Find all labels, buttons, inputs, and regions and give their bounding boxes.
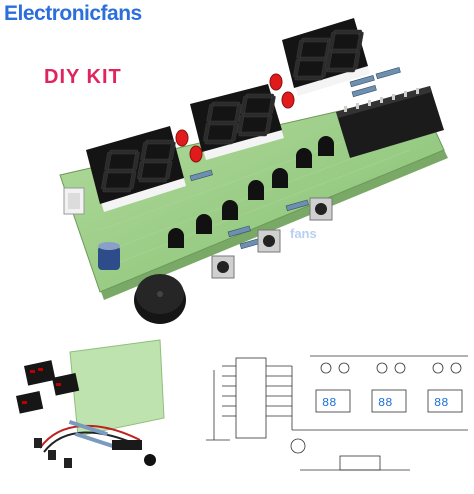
- svg-text:88: 88: [378, 396, 392, 410]
- mcu-chip: [336, 86, 444, 158]
- buzzer: [134, 274, 186, 324]
- svg-text:88: 88: [434, 396, 448, 410]
- circuit-schematic: 88 88 88: [206, 355, 468, 471]
- svg-text:88: 88: [322, 396, 336, 410]
- transistors: [168, 136, 334, 248]
- display-seconds: [282, 18, 370, 96]
- faint-watermark: fans: [290, 226, 317, 241]
- push-buttons: [211, 197, 333, 279]
- capacitor: [98, 242, 120, 270]
- display-minutes: [190, 84, 284, 160]
- kit-parts-photo: [16, 339, 165, 468]
- colon-leds: [175, 73, 295, 163]
- power-connector: [63, 187, 85, 215]
- brand-watermark: Electronicfans: [4, 2, 142, 25]
- diy-kit-title: DIY KIT: [44, 66, 122, 88]
- display-hours: [86, 126, 186, 212]
- resistors: [189, 67, 401, 250]
